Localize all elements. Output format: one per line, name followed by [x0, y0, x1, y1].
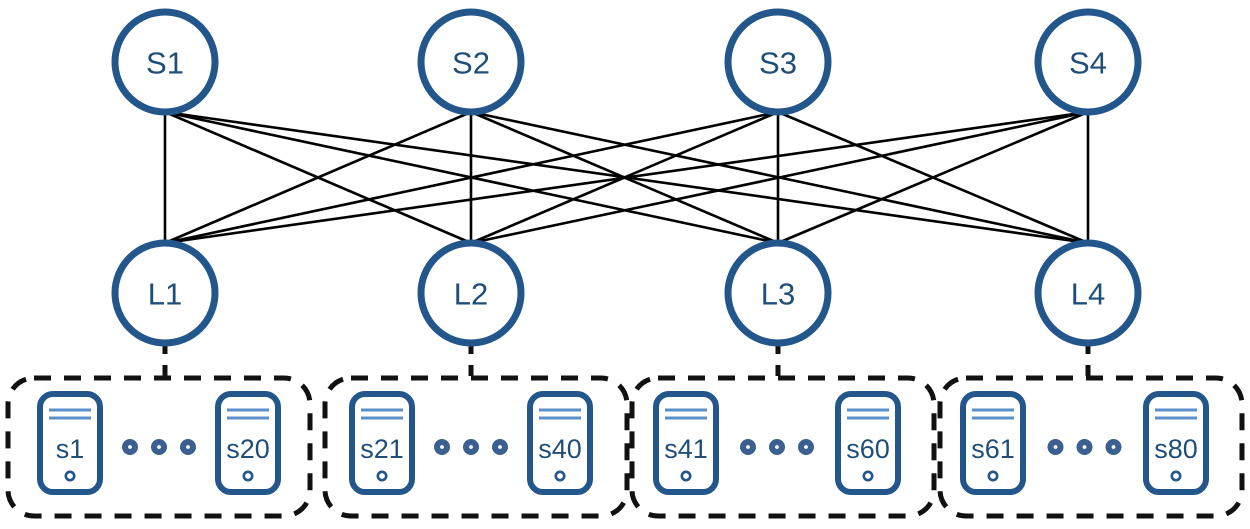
server-indicator-icon	[680, 470, 692, 482]
server-label-s21: s21	[360, 434, 404, 464]
ellipsis-dot	[769, 439, 785, 455]
server-label-s80: s80	[1154, 434, 1198, 464]
switch-circle[interactable]	[417, 239, 525, 347]
server-s41: s41	[653, 391, 719, 495]
switch-circle[interactable]	[724, 239, 832, 347]
switch-circle[interactable]	[111, 239, 219, 347]
switch-label-s1: S1	[146, 46, 184, 81]
server-indicator-icon	[987, 470, 999, 482]
rack-4-boundary	[937, 375, 1245, 519]
ellipsis-dot	[463, 439, 479, 455]
switch-label-s4: S4	[1069, 46, 1107, 81]
server-indicator-icon	[64, 470, 76, 482]
rack-3-boundary	[629, 375, 937, 519]
server-s1: s1	[37, 391, 103, 495]
server-indicator-icon	[376, 470, 388, 482]
leaf-node-l4[interactable]: L4	[1034, 239, 1142, 347]
switch-label-l3: L3	[761, 277, 795, 312]
rack-1-boundary	[5, 375, 313, 519]
server-s40: s40	[527, 391, 593, 495]
switch-circle[interactable]	[417, 8, 525, 116]
server-label-s40: s40	[538, 434, 582, 464]
ellipsis-dot	[740, 439, 756, 455]
rack-3: s41 s60	[629, 375, 937, 519]
server-s80: s80	[1143, 391, 1209, 495]
switch-circle[interactable]	[724, 8, 832, 116]
server-indicator-icon	[862, 470, 874, 482]
switch-circle[interactable]	[111, 8, 219, 116]
spine-node-s2[interactable]: S2	[417, 8, 525, 116]
ellipsis-dot	[122, 439, 138, 455]
spine-node-s4[interactable]: S4	[1034, 8, 1142, 116]
server-label-s1: s1	[56, 434, 85, 464]
server-s60: s60	[835, 391, 901, 495]
server-s61: s61	[960, 391, 1026, 495]
spine-node-s3[interactable]: S3	[724, 8, 832, 116]
switch-circle[interactable]	[1034, 239, 1142, 347]
switch-label-s2: S2	[452, 46, 490, 81]
link-s2-l1	[164, 110, 472, 245]
server-label-s41: s41	[664, 434, 708, 464]
rack-1: s1 s20	[5, 375, 313, 519]
server-indicator-icon	[242, 470, 254, 482]
spine-leaf-links	[163, 110, 1090, 245]
server-indicator-icon	[1170, 470, 1182, 482]
spine-layer: S1 S2 S3 S4	[111, 8, 1142, 116]
link-s3-l1	[164, 110, 779, 245]
ellipsis-dot	[180, 439, 196, 455]
leaf-node-l2[interactable]: L2	[417, 239, 525, 347]
spine-node-s1[interactable]: S1	[111, 8, 219, 116]
server-indicator-icon	[554, 470, 566, 482]
server-label-s20: s20	[226, 434, 270, 464]
ellipsis-dot	[1076, 439, 1093, 455]
switch-label-l1: L1	[148, 277, 182, 312]
leaf-layer: L1 L2 L3 L4	[111, 239, 1142, 347]
ellipsis-dot	[1047, 439, 1064, 455]
link-s4-l1	[164, 110, 1089, 245]
switch-circle[interactable]	[1034, 8, 1142, 116]
ellipsis-dot	[492, 439, 508, 455]
leaf-node-l3[interactable]: L3	[724, 239, 832, 347]
ellipsis-dot	[798, 439, 814, 455]
rack-2: s21 s40	[322, 375, 630, 519]
server-label-s60: s60	[846, 434, 890, 464]
rack-4: s61 s80	[937, 375, 1245, 519]
switch-label-l2: L2	[454, 277, 488, 312]
server-s21: s21	[349, 391, 415, 495]
leaf-node-l1[interactable]: L1	[111, 239, 219, 347]
ellipsis-dot	[1105, 439, 1122, 455]
rack-groups: s1 s20 s21 s40 s41 s60 s61 s80	[5, 375, 1245, 519]
switch-label-s3: S3	[759, 46, 797, 81]
link-s4-l2	[470, 110, 1089, 245]
ellipsis-dot	[434, 439, 450, 455]
link-s4-l3	[777, 110, 1089, 245]
switch-label-l4: L4	[1071, 277, 1105, 312]
rack-2-boundary	[322, 375, 630, 519]
server-s20: s20	[215, 391, 281, 495]
leaf-rack-stubs	[162, 343, 1091, 378]
ellipsis-dot	[151, 439, 167, 455]
server-label-s61: s61	[971, 434, 1015, 464]
